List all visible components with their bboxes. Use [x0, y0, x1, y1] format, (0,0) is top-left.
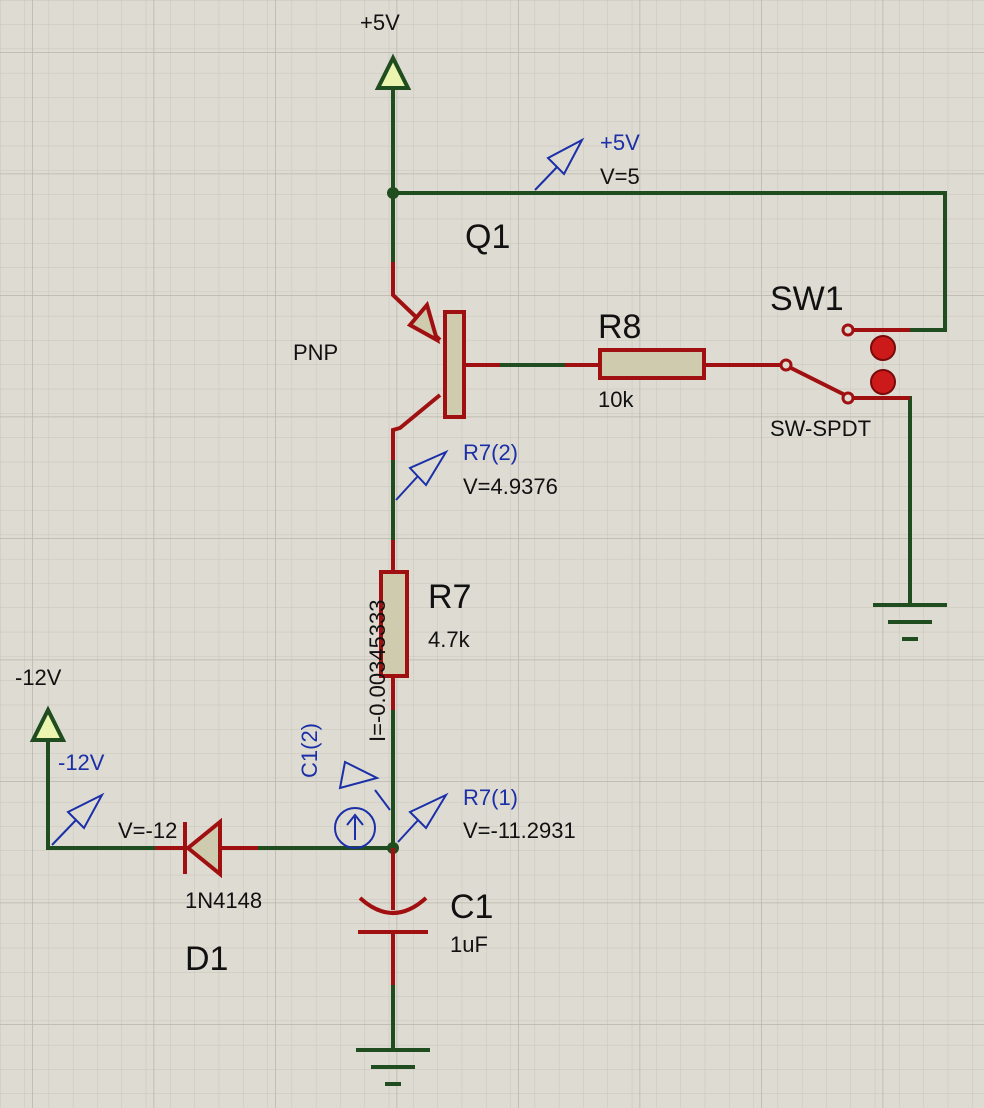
r8-value-label: 10k	[598, 387, 634, 412]
sw1-upper-button[interactable]	[870, 335, 896, 361]
r7-resistor[interactable]: R7 4.7k	[379, 540, 471, 710]
probe-neg12-name: -12V	[58, 750, 105, 775]
ground-symbol-bottom	[356, 1048, 430, 1086]
r7-value-label: 4.7k	[428, 627, 471, 652]
probe-r7-2-value: V=4.9376	[463, 474, 558, 499]
probe-r7-2-name: R7(2)	[463, 440, 518, 465]
probe-c1-2-current[interactable]: C1(2) I=-0.00345333	[297, 599, 391, 849]
sw1-type-label: SW-SPDT	[770, 416, 871, 441]
q1-pnp-transistor[interactable]: Q1 PNP	[293, 218, 510, 460]
sw1-lower-button[interactable]	[870, 369, 896, 395]
probe-r7-1[interactable]: R7(1) V=-11.2931	[397, 785, 576, 843]
r8-resistor[interactable]: R8 10k	[565, 308, 785, 412]
d1-ref-label: D1	[185, 940, 228, 978]
sw1-ref-label: SW1	[770, 280, 844, 318]
c1-value-label: 1uF	[450, 932, 488, 957]
d1-diode[interactable]: 1N4148 D1	[155, 817, 262, 978]
r8-ref-label: R8	[598, 308, 641, 346]
neg12-rail-label: -12V	[15, 665, 62, 690]
probe-r7-2[interactable]: R7(2) V=4.9376	[395, 440, 558, 501]
pos5-power-terminal[interactable]: +5V	[360, 10, 412, 90]
probe-c1-2-name: C1(2)	[297, 723, 322, 778]
probe-pos5-name: +5V	[600, 130, 640, 155]
c1-ref-label: C1	[450, 888, 493, 926]
probe-pos5[interactable]: +5V V=5	[534, 130, 640, 191]
pos5-rail-label: +5V	[360, 10, 400, 35]
d1-part-label: 1N4148	[185, 888, 262, 913]
r7-ref-label: R7	[428, 578, 471, 616]
probe-neg12[interactable]: -12V V=-12	[51, 750, 177, 846]
q1-type-label: PNP	[293, 340, 338, 365]
probe-neg12-value: V=-12	[118, 818, 177, 843]
sw1-spdt-switch[interactable]: SW1 SW-SPDT	[770, 280, 910, 441]
junction-dot-top	[387, 187, 399, 199]
probe-r7-1-name: R7(1)	[463, 785, 518, 810]
c1-capacitor[interactable]: C1 1uF	[358, 848, 493, 985]
probe-r7-1-value: V=-11.2931	[463, 818, 576, 843]
probe-c1-2-value: I=-0.00345333	[365, 599, 390, 742]
probe-pos5-value: V=5	[600, 164, 640, 189]
q1-ref-label: Q1	[465, 218, 510, 256]
ground-symbol-right	[873, 603, 947, 641]
